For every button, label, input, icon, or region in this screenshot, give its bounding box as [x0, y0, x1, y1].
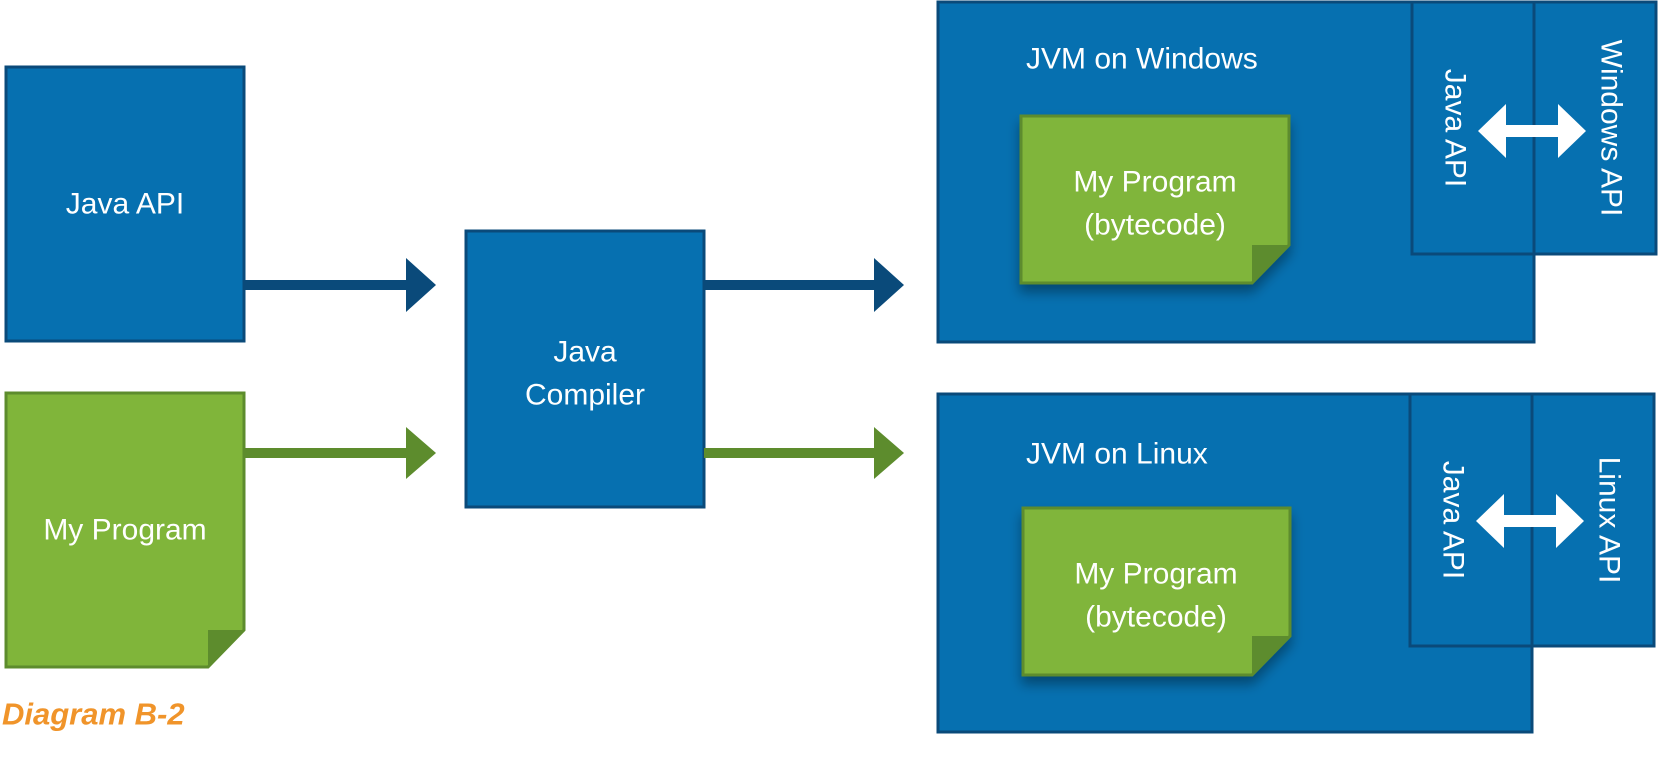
page-fold-icon [1252, 245, 1289, 283]
jvm-windows-title: JVM on Windows [1026, 43, 1258, 76]
page-fold-icon [1252, 636, 1290, 675]
windows-bytecode-line2: (bytecode) [1084, 209, 1226, 242]
arrow-compiler-to-linux [704, 427, 904, 479]
my-program-document: My Program [4, 391, 246, 669]
linux-api-label: Linux API [1593, 457, 1626, 584]
compiler-label-line2: Compiler [525, 379, 645, 412]
java-api-box: Java API [4, 65, 246, 343]
linux-bytecode-line2: (bytecode) [1085, 601, 1227, 634]
jvm-linux-title: JVM on Linux [1026, 438, 1208, 471]
jvm-linux-box: JVM on Linux My Program (bytecode) Java … [936, 392, 1656, 734]
page-fold-icon [208, 630, 244, 667]
linux-java-api-label: Java API [1437, 461, 1470, 579]
double-arrow-icon [1478, 104, 1586, 158]
windows-bytecode-document [1019, 114, 1291, 285]
arrow-program-to-compiler [244, 427, 436, 479]
linux-bytecode-document [1021, 506, 1292, 677]
jvm-windows-box: JVM on Windows My Program (bytecode) Jav… [936, 0, 1658, 344]
windows-bytecode-line1: My Program [1073, 166, 1236, 199]
linux-bytecode-line1: My Program [1074, 558, 1237, 591]
diagram-caption: Diagram B-2 [2, 697, 185, 732]
my-program-label: My Program [43, 514, 206, 547]
arrow-compiler-to-windows [704, 258, 904, 312]
double-arrow-icon [1476, 494, 1584, 548]
windows-api-label: Windows API [1595, 40, 1628, 217]
java-api-label: Java API [66, 188, 184, 221]
windows-java-api-label: Java API [1439, 69, 1472, 187]
java-compiler-box: Java Compiler [464, 229, 706, 509]
arrow-java-api-to-compiler [244, 258, 436, 312]
compiler-label-line1: Java [553, 336, 617, 369]
